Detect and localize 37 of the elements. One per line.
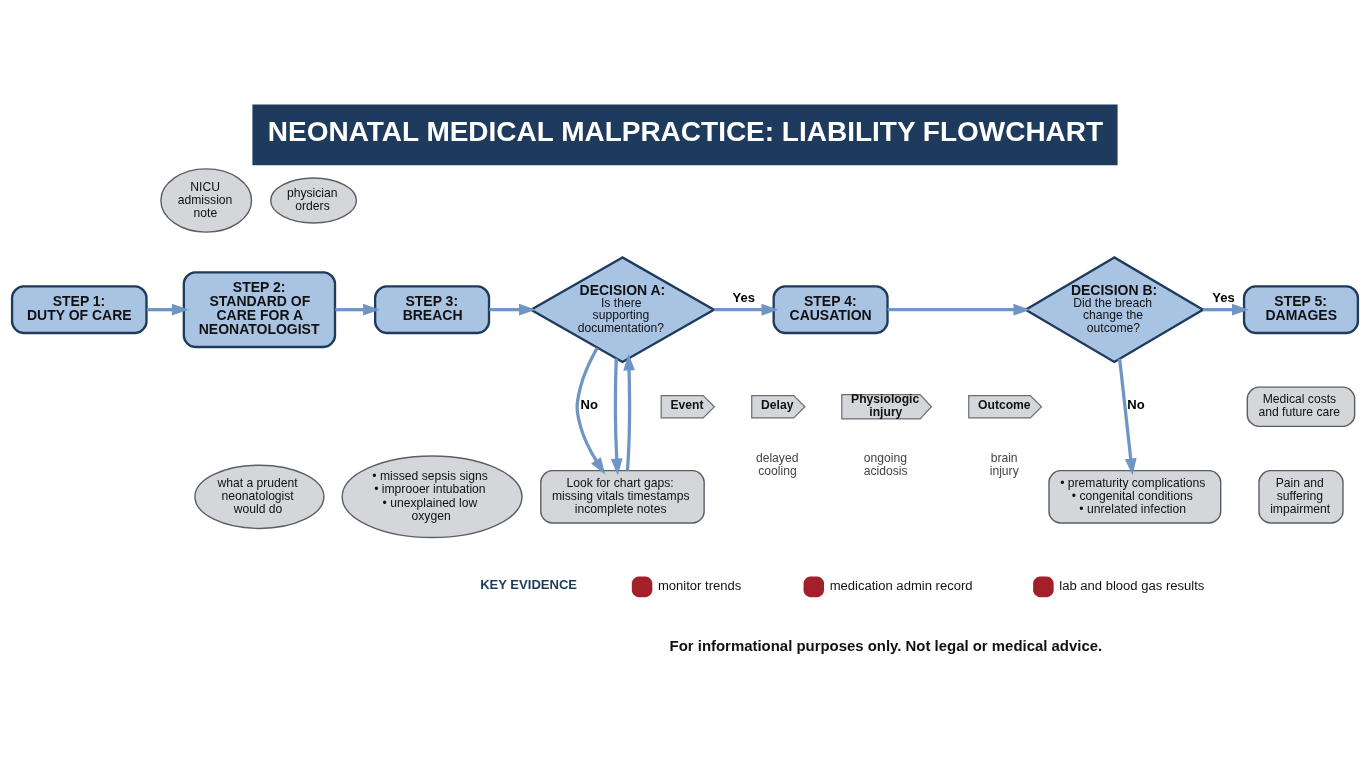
node-box: STEP 1: DUTY OF CARE bbox=[10, 284, 148, 334]
node-label: ongoing acidosis bbox=[863, 450, 908, 478]
legend-label: lab and blood gas results bbox=[1059, 577, 1205, 593]
edge-label: Yes bbox=[1212, 289, 1235, 305]
node-box: STEP 5: DAMAGES bbox=[1242, 284, 1360, 334]
node-box: STEP 3: BREACH bbox=[373, 284, 491, 334]
node-diamond: DECISION B: Did the breach change the outcome? bbox=[1023, 255, 1206, 363]
edge-label: No bbox=[580, 396, 598, 412]
edge-label: No bbox=[1127, 396, 1145, 412]
node-ellipse: what a prudent neonatologist would do bbox=[194, 464, 325, 529]
node-box: STEP 4: CAUSATION bbox=[772, 284, 889, 334]
node-box: Medical costs and future care bbox=[1246, 385, 1356, 427]
node-label: brain injury bbox=[989, 450, 1019, 478]
node-box: Pain and suffering impairment bbox=[1258, 469, 1344, 524]
caption: For informational purposes only. Not legal or medical advice. bbox=[669, 636, 1103, 654]
node-ellipse: NICU admission note bbox=[160, 167, 253, 233]
legend-label: medication admin record bbox=[829, 577, 973, 593]
node-box: Look for chart gaps: missing vitals timestamps incomplete notes bbox=[540, 469, 705, 524]
legend-label: monitor trends bbox=[657, 577, 742, 593]
arrow bbox=[1118, 358, 1137, 475]
node-box: STEP 2: STANDARD OF CARE FOR A NEONATOLOGIST bbox=[182, 270, 337, 348]
arrow bbox=[575, 346, 606, 475]
arrow bbox=[1203, 303, 1249, 316]
arrow bbox=[623, 353, 635, 471]
arrow bbox=[887, 303, 1031, 316]
edge-label: Yes bbox=[732, 289, 756, 305]
label: KEY EVIDENCE bbox=[480, 576, 578, 592]
node-ellipse: • missed sepsis signs • improoer intubation • unexplained low oxygen bbox=[341, 454, 523, 538]
arrow bbox=[335, 303, 380, 316]
node-ellipse: physician orders bbox=[270, 176, 358, 224]
arrow bbox=[714, 303, 779, 316]
arrow bbox=[489, 303, 536, 316]
node-label: delayed cooling bbox=[755, 450, 799, 478]
diagram-title: NEONATAL MEDICAL MALPRACTICE: LIABILITY FLOWCHART bbox=[267, 115, 1104, 147]
arrow bbox=[146, 303, 189, 316]
node-box: • prematurity complications • congenital conditions • unrelated infection bbox=[1048, 469, 1222, 524]
arrow bbox=[610, 358, 623, 476]
